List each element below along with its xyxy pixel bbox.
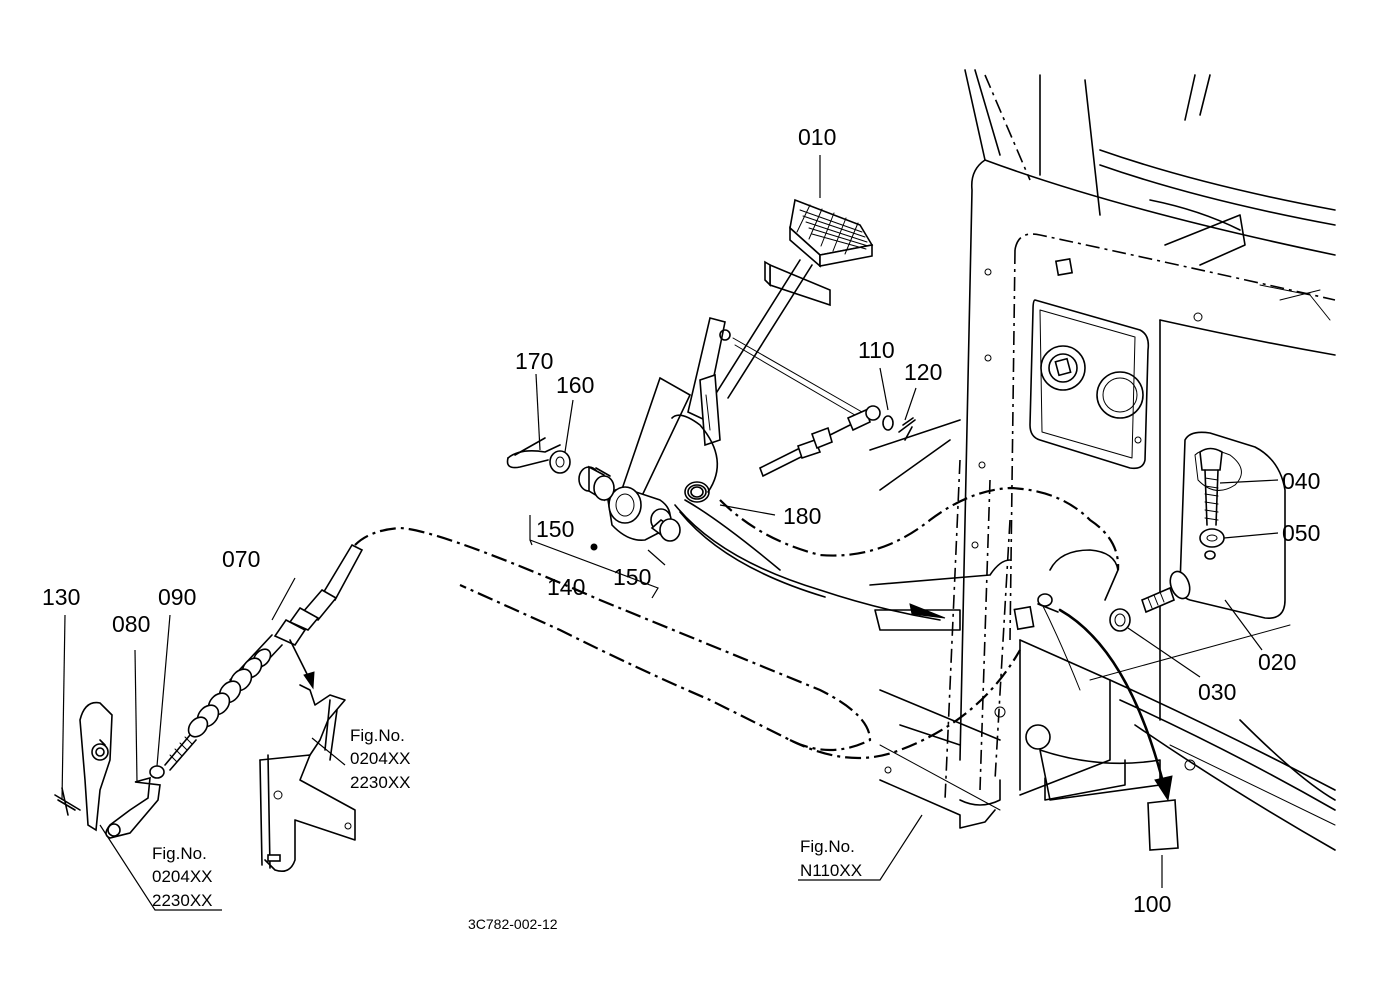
part-label-070: 070 [222, 546, 260, 572]
fig-ref-left: Fig.No. 0204XX 2230XX [152, 844, 213, 910]
part-label-020: 020 [1258, 649, 1296, 675]
part-label-150-left: 150 [536, 516, 574, 542]
return-spring [671, 414, 781, 571]
drawing-code: 3C782-002-12 [468, 916, 558, 932]
part-labels: 010 020 030 040 050 070 080 090 100 110 … [42, 124, 1320, 917]
part-label-140: 140 [547, 574, 585, 600]
part-label-170: 170 [515, 348, 553, 374]
fig-ref-left-label: Fig.No. [152, 844, 207, 863]
mounting-bracket [259, 684, 356, 873]
brake-cable-route-lower [789, 649, 1021, 760]
leader-lines [61, 155, 1279, 911]
fig-ref-right-label: Fig.No. [800, 837, 855, 856]
part-label-090: 090 [158, 584, 196, 610]
brake-cable-route-upper [719, 486, 1120, 571]
ref-arrow-head [303, 671, 315, 690]
part-label-040: 040 [1282, 468, 1320, 494]
ref-arrow [289, 639, 311, 681]
chassis-frame [869, 69, 1336, 851]
fig-ref-middle-line1: 0204XX [350, 749, 411, 768]
part-label-050: 050 [1282, 520, 1320, 546]
part-label-160: 160 [556, 372, 594, 398]
bracket-plate [54, 701, 113, 832]
fig-ref-middle-line2: 2230XX [350, 773, 411, 792]
decal-label [1058, 608, 1179, 851]
part-label-080: 080 [112, 611, 150, 637]
part-label-100: 100 [1133, 891, 1171, 917]
brake-cable-route [354, 526, 872, 752]
part-label-120: 120 [904, 359, 942, 385]
fig-ref-right: Fig.No. N110XX [800, 837, 862, 880]
part-label-130: 130 [42, 584, 80, 610]
part-label-150-right: 150 [613, 564, 651, 590]
clevis-and-nut [105, 765, 165, 839]
cable-adjuster [164, 543, 364, 771]
bolt-hardware [1037, 447, 1225, 632]
part-label-110: 110 [858, 337, 895, 363]
fig-ref-right-line1: N110XX [800, 861, 862, 880]
fig-ref-left-line1: 0204XX [152, 867, 213, 886]
brake-pedal-assembly [506, 198, 946, 621]
part-label-030: 030 [1198, 679, 1236, 705]
part-label-180: 180 [783, 503, 821, 529]
part-label-010: 010 [798, 124, 836, 150]
fig-ref-left-line2: 2230XX [152, 891, 213, 910]
fig-ref-middle-label: Fig.No. [350, 726, 405, 745]
fig-ref-middle: Fig.No. 0204XX 2230XX [350, 726, 411, 792]
